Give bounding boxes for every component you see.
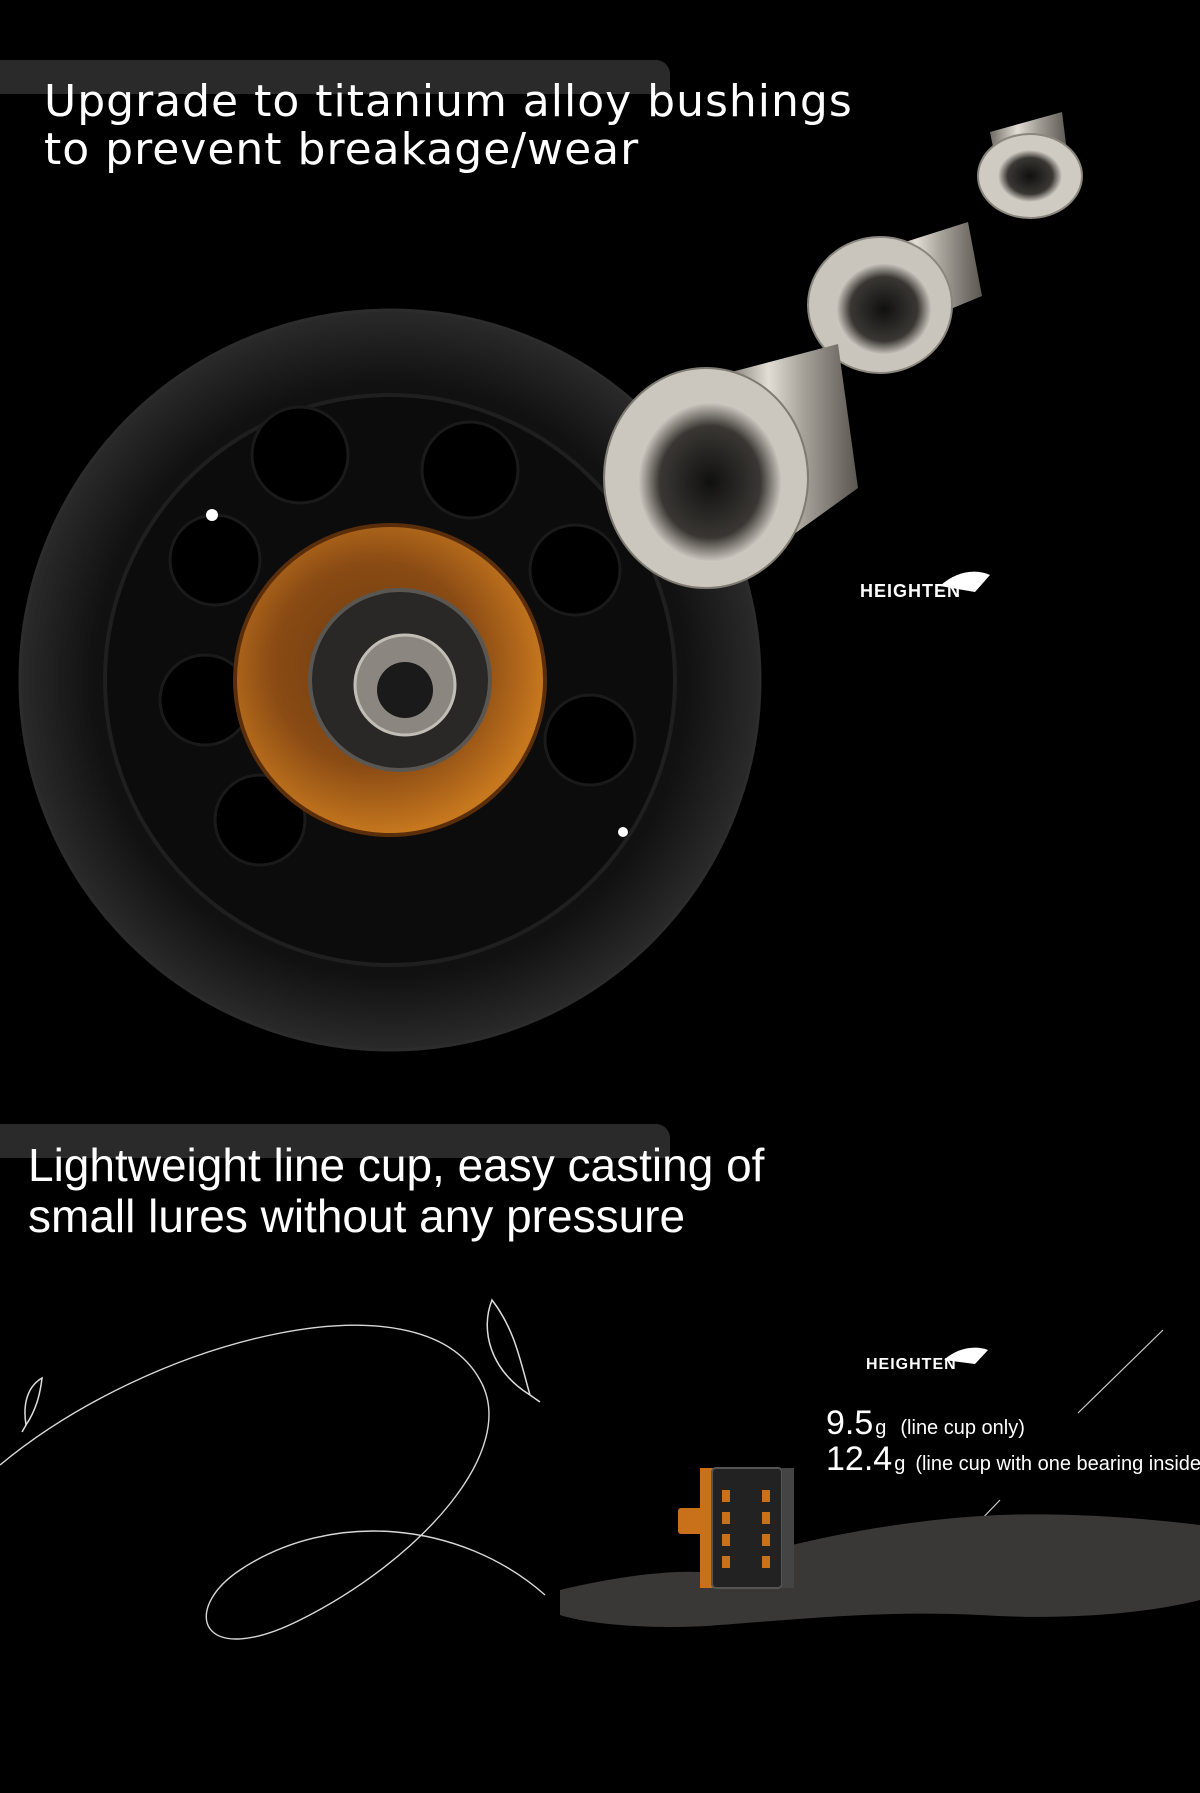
spool-graphic [18, 308, 762, 1052]
weight-note: (line cup with one bearing inside) [915, 1453, 1200, 1475]
bushing-small [977, 112, 1083, 219]
bushing-headline: Upgrade to titanium alloy bushings to pr… [44, 76, 853, 176]
headline-line-2: small lures without any pressure [28, 1189, 686, 1242]
heighten-logo-mark [940, 571, 990, 592]
spool-and-bushings-illustration [18, 112, 1083, 1052]
headline-banner-2 [0, 1124, 670, 1158]
weight-value: 9.5 [826, 1404, 874, 1442]
weight-note: (line cup only) [900, 1417, 1025, 1439]
headline-line-2: to prevent breakage/wear [44, 124, 640, 176]
linecup-headline: Lightweight line cup, easy casting of sm… [28, 1140, 764, 1241]
weight-unit: g [875, 1417, 887, 1439]
headline-line-1: Upgrade to titanium alloy bushings [44, 76, 853, 127]
bushing-large [603, 344, 858, 589]
bushing-medium [807, 222, 982, 374]
headline-banner [0, 60, 670, 94]
weight-value: 12.4 [826, 1440, 893, 1478]
brand-logo: HEIGHTEN [860, 581, 962, 601]
headline-line-1: Lightweight line cup, easy casting of [28, 1139, 765, 1191]
weight-unit: g [894, 1453, 906, 1475]
brand-logo-2: HEIGHTEN [866, 1356, 957, 1373]
section-bushings: Upgrade to titanium alloy bushings to pr… [0, 60, 1083, 1052]
